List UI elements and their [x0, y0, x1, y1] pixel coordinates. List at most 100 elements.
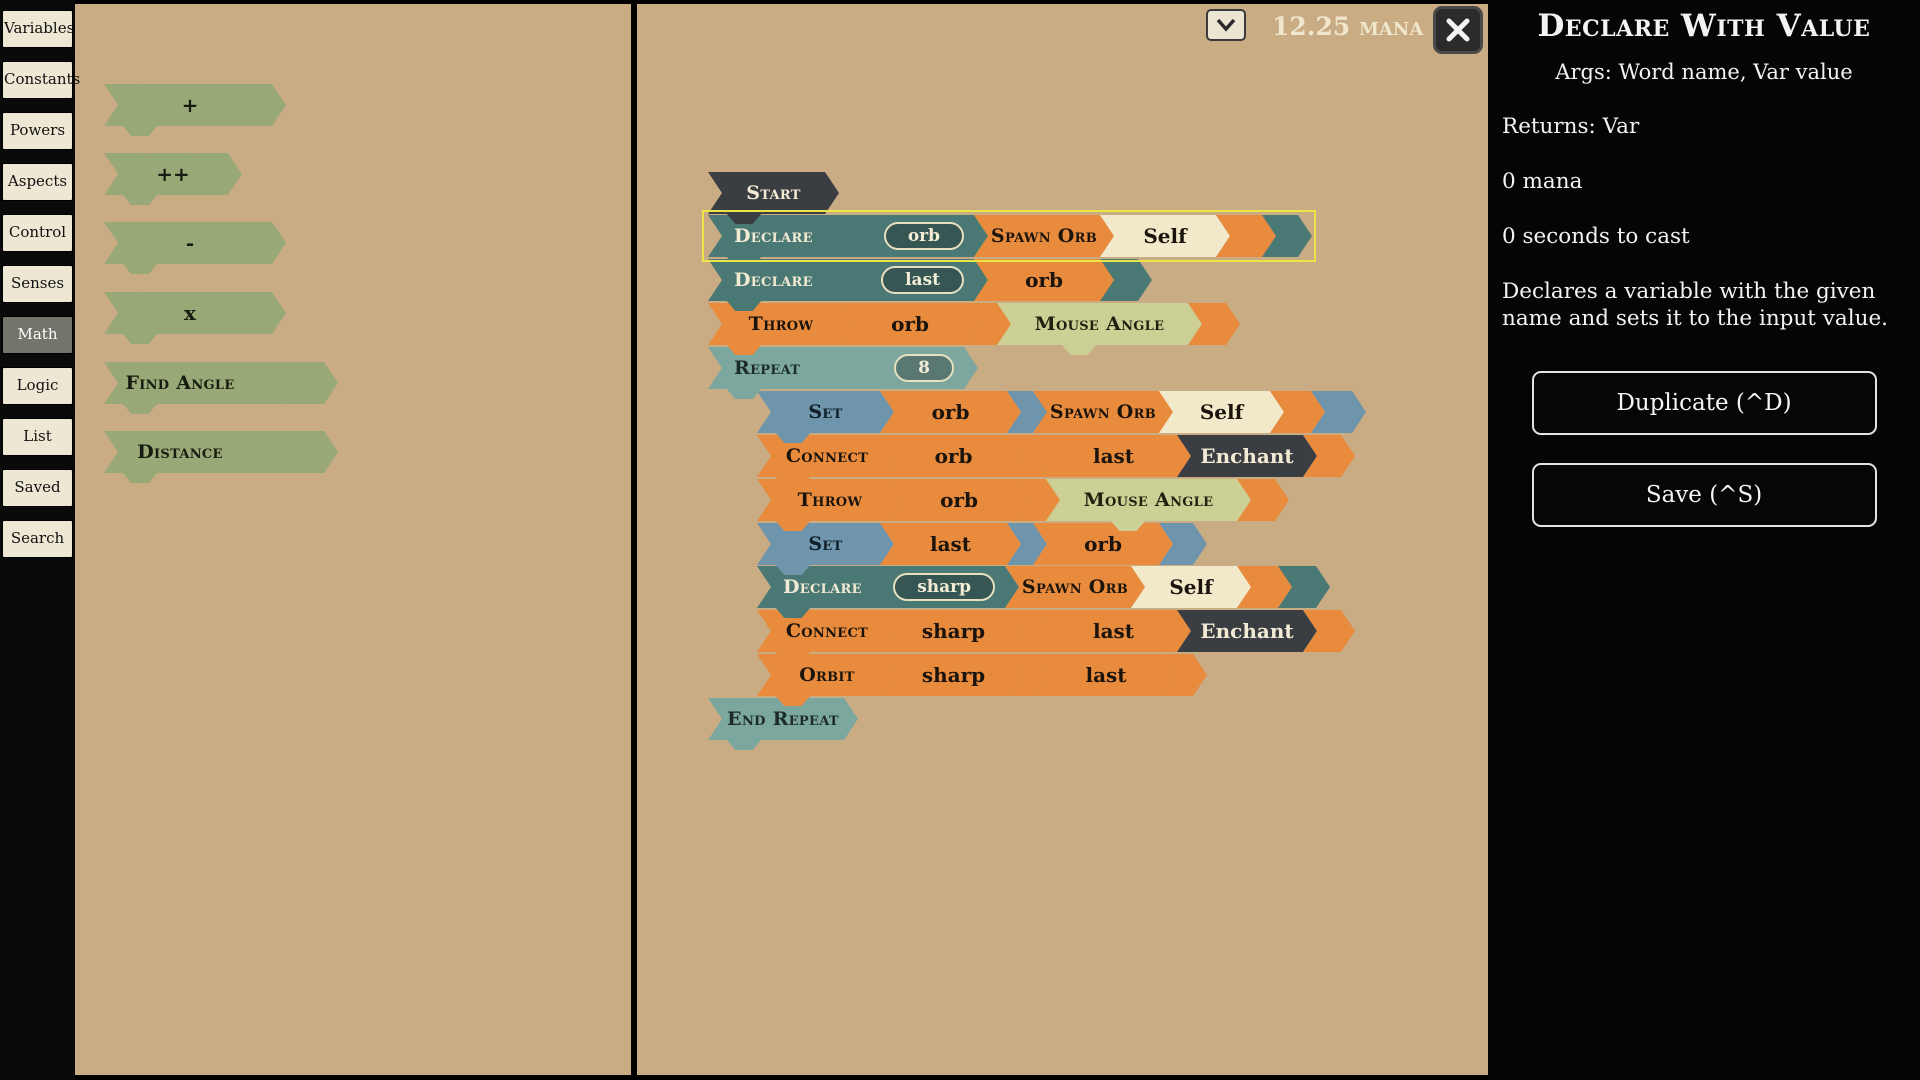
- block-throw-orb-2-seg-1[interactable]: orb: [889, 479, 1029, 521]
- palette-multiply[interactable]: x: [104, 292, 286, 344]
- duplicate-button[interactable]: Duplicate (^D): [1531, 370, 1877, 435]
- connector-tab: [122, 125, 158, 136]
- block-label: Connect: [785, 445, 869, 467]
- value-input[interactable]: orb: [884, 222, 964, 250]
- palette-minus[interactable]: -: [104, 222, 286, 274]
- block-set-orb-seg-4[interactable]: Self: [1159, 391, 1284, 433]
- connector-tab: [726, 388, 762, 399]
- block-orbit-seg-1[interactable]: sharp: [883, 654, 1024, 696]
- sidebar-category-list[interactable]: List: [2, 418, 73, 456]
- close-icon: [1446, 18, 1470, 42]
- sidebar-category-senses[interactable]: Senses: [2, 265, 73, 303]
- block-set-last-seg-0[interactable]: Set: [757, 523, 894, 565]
- palette-distance-seg-0[interactable]: Distance: [104, 431, 256, 473]
- block-label: Repeat: [734, 357, 801, 379]
- sidebar-category-search[interactable]: Search: [2, 520, 73, 558]
- inspector-title: Declare With Value: [1537, 8, 1871, 44]
- block-declare-last-seg-1[interactable]: orb: [974, 259, 1114, 301]
- block-throw-orb-seg-3[interactable]: Mouse Angle: [997, 303, 1202, 345]
- palette-minus-seg-1[interactable]: -: [142, 222, 238, 264]
- block-inspector-panel: Declare With Value Args: Word name, Var …: [1488, 0, 1920, 1080]
- block-connect-orb-last-seg-1[interactable]: orb: [883, 435, 1024, 477]
- sidebar-category-math[interactable]: Math: [2, 316, 73, 354]
- connector-tab: [122, 333, 158, 344]
- block-set-last-seg-3[interactable]: orb: [1033, 523, 1173, 565]
- palette-find-angle[interactable]: Find Angle: [104, 362, 338, 414]
- block-set-orb-seg-0[interactable]: Set: [757, 391, 894, 433]
- block-declare-sharp-seg-2[interactable]: Self: [1131, 566, 1251, 608]
- block-connect-orb-last-seg-0[interactable]: Connect: [757, 435, 897, 477]
- block-connect-sharp-last-seg-3[interactable]: last: [1036, 610, 1191, 652]
- sidebar-category-logic[interactable]: Logic: [2, 367, 73, 405]
- block-connect-orb-last-seg-3[interactable]: last: [1036, 435, 1191, 477]
- block-orbit-seg-3[interactable]: last: [1036, 654, 1176, 696]
- mana-counter: 12.25 mana: [1272, 12, 1424, 41]
- value-input[interactable]: last: [881, 266, 964, 294]
- sidebar-category-aspects[interactable]: Aspects: [2, 163, 73, 201]
- block-set-orb-seg-1[interactable]: orb: [880, 391, 1021, 433]
- block-orbit[interactable]: Orbit sharp last: [757, 654, 1207, 706]
- block-end-repeat[interactable]: End Repeat: [708, 698, 858, 750]
- sidebar-category-control[interactable]: Control: [2, 214, 73, 252]
- connector-tab: [775, 520, 811, 531]
- palette-increment-seg-1[interactable]: ++: [142, 153, 204, 195]
- block-value: +: [181, 93, 199, 117]
- palette-find-angle-seg-0[interactable]: Find Angle: [104, 362, 256, 404]
- palette-increment[interactable]: ++: [104, 153, 242, 205]
- block-orbit-seg-0[interactable]: Orbit: [757, 654, 897, 696]
- block-throw-orb-seg-0[interactable]: Throw: [708, 303, 854, 345]
- block-declare-sharp-seg-1[interactable]: Spawn Orb: [1005, 566, 1145, 608]
- inspector-mana-cost: 0 mana: [1502, 169, 1583, 194]
- block-connect-sharp-last-seg-4[interactable]: Enchant: [1177, 610, 1317, 652]
- sidebar-category-saved[interactable]: Saved: [2, 469, 73, 507]
- inspector-cast-time: 0 seconds to cast: [1502, 224, 1690, 249]
- block-value: Self: [1199, 400, 1244, 424]
- block-start[interactable]: Start: [708, 172, 839, 224]
- block-throw-orb-2[interactable]: Throw orb Mouse Angle: [757, 479, 1289, 531]
- save-button[interactable]: Save (^S): [1531, 462, 1877, 527]
- block-set-last-seg-1[interactable]: last: [880, 523, 1021, 565]
- value-input[interactable]: 8: [894, 354, 954, 382]
- connector-tab: [775, 476, 811, 487]
- palette-plus[interactable]: +: [104, 84, 286, 136]
- block-throw-orb-2-seg-0[interactable]: Throw: [757, 479, 903, 521]
- sidebar-category-powers[interactable]: Powers: [2, 112, 73, 150]
- block-declare-orb-seg-1[interactable]: Spawn Orb: [974, 215, 1114, 257]
- value-input[interactable]: sharp: [893, 573, 995, 601]
- close-button[interactable]: [1433, 6, 1483, 54]
- sidebar-category-variables[interactable]: Variables: [2, 10, 74, 48]
- block-label: Orbit: [799, 664, 855, 686]
- block-value: Self: [1143, 224, 1187, 248]
- block-connect-orb-last-seg-4[interactable]: Enchant: [1177, 435, 1317, 477]
- block-label: Start: [746, 182, 801, 204]
- palette-multiply-seg-1[interactable]: x: [142, 292, 238, 334]
- connector-tab: [775, 695, 811, 706]
- sidebar-category-constants[interactable]: Constants: [2, 61, 80, 99]
- block-end-repeat-seg-0[interactable]: End Repeat: [708, 698, 858, 740]
- palette-plus-seg-1[interactable]: +: [142, 84, 238, 126]
- palette-distance[interactable]: Distance: [104, 431, 338, 483]
- block-throw-orb-seg-1[interactable]: orb: [840, 303, 980, 345]
- block-value: orb: [940, 488, 978, 512]
- block-connect-sharp-last-seg-1[interactable]: sharp: [883, 610, 1024, 652]
- spell-dropdown-button[interactable]: [1206, 9, 1246, 41]
- block-label: Set: [808, 401, 843, 423]
- block-value: sharp: [921, 663, 986, 687]
- block-connect-sharp-last-seg-0[interactable]: Connect: [757, 610, 897, 652]
- block-throw-orb-2-seg-3[interactable]: Mouse Angle: [1046, 479, 1251, 521]
- block-start-seg-0[interactable]: Start: [708, 172, 839, 214]
- block-set-orb[interactable]: Set orb Spawn Orb Self: [757, 391, 1366, 443]
- block-set-orb-seg-3[interactable]: Spawn Orb: [1033, 391, 1173, 433]
- block-value: last: [1092, 619, 1135, 643]
- block-declare-orb-seg-2[interactable]: Self: [1100, 215, 1230, 257]
